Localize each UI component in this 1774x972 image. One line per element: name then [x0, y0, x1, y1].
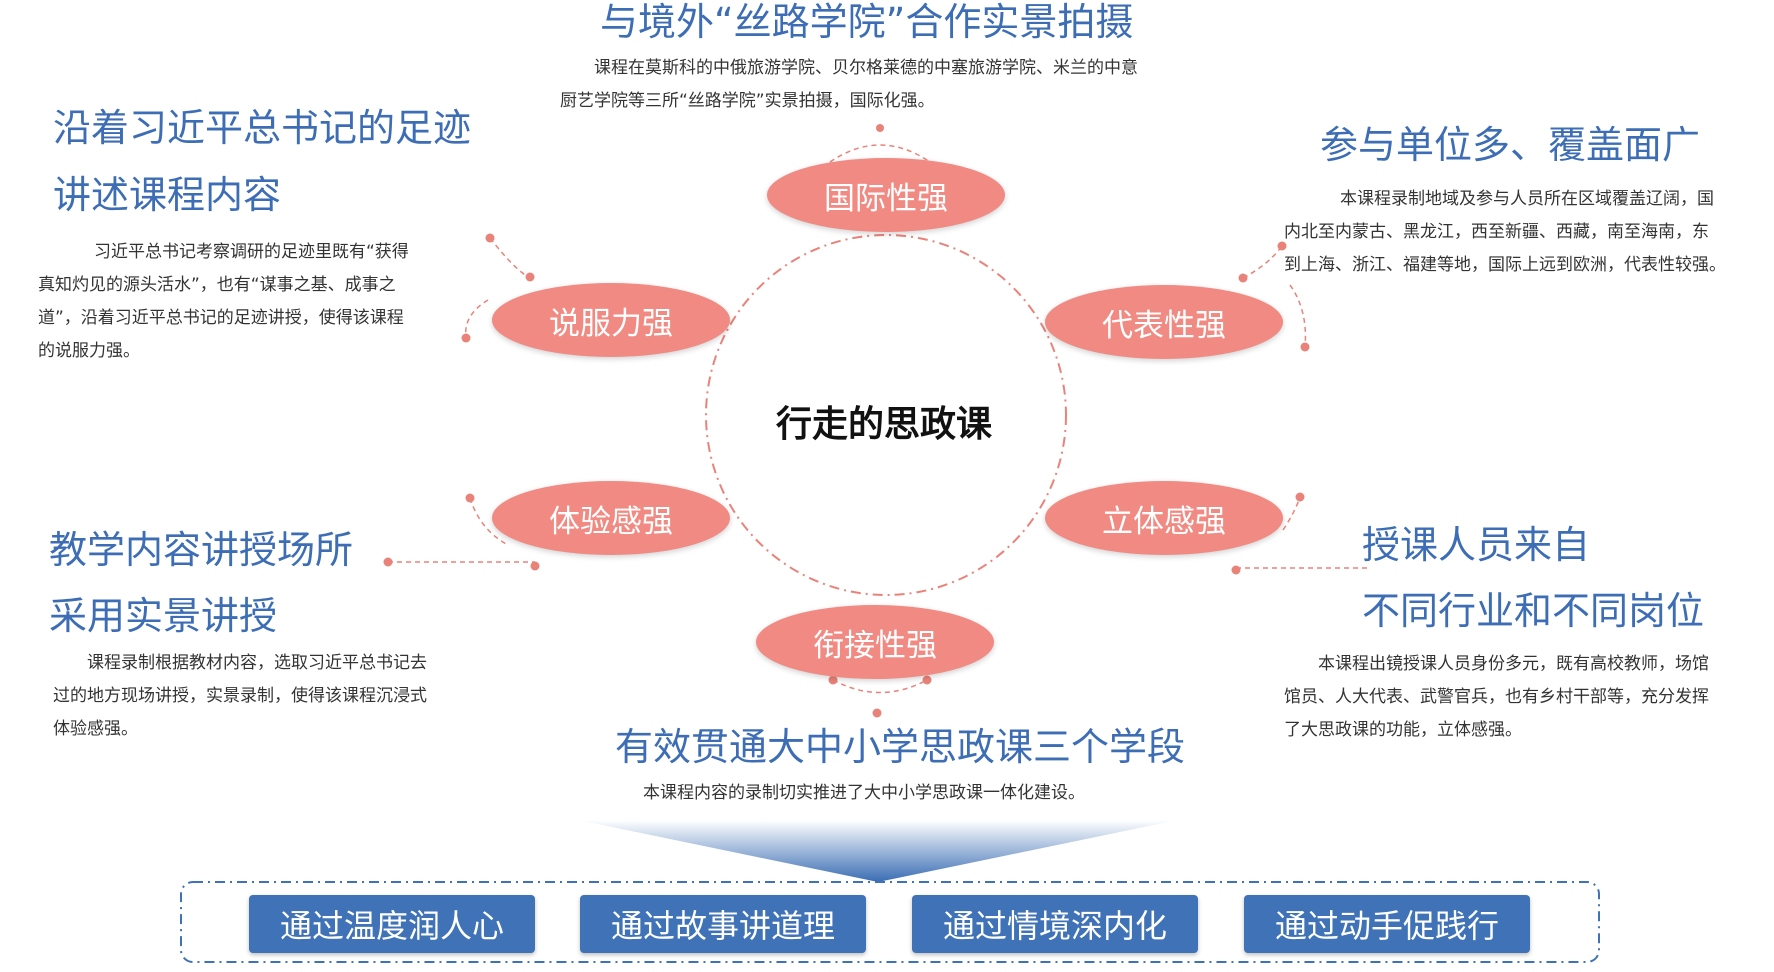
connector-top	[829, 144, 931, 163]
connector-dot	[461, 333, 471, 343]
bottom-left-heading-line-1: 教学内容讲授场所	[49, 528, 354, 572]
top-left-text-line-3: 道”，沿着习近平总书记的足迹讲授，使得该课程	[38, 308, 404, 328]
top-left-text-line-4: 的说服力强。	[38, 341, 140, 361]
connector-dot	[1277, 241, 1287, 251]
connector-left-bottom	[469, 497, 509, 546]
bottom-center-heading: 有效贯通大中小学思政课三个学段	[615, 725, 1186, 769]
node-stereoscopic: 立体感强	[1045, 481, 1283, 555]
bottom-left-text-line-1: 课程录制根据教材内容，选取习近平总书记去	[87, 653, 427, 673]
bottom-right-text-line-3: 了大思政课的功能，立体感强。	[1284, 720, 1522, 740]
bottom-center-text: 本课程内容的录制切实推进了大中小学思政课一体化建设。	[643, 783, 1085, 803]
bottom-right-text: 本课程出镜授课人员身份多元，既有高校教师，场馆 馆员、人大代表、武警官兵，也有乡…	[1284, 648, 1764, 747]
bottom-left-text-line-3: 体验感强。	[53, 719, 138, 739]
top-heading: 与境外“丝路学院”合作实景拍摄	[600, 0, 1134, 44]
top-right-heading: 参与单位多、覆盖面广	[1320, 123, 1701, 167]
bottom-right-heading-line-1: 授课人员来自	[1362, 523, 1591, 567]
connector-dots	[383, 124, 1310, 718]
connector-dot	[1300, 342, 1310, 352]
connector-bottom	[832, 679, 928, 694]
connector-dot	[872, 708, 882, 718]
connector-top-left-2	[464, 299, 489, 339]
top-right-text-line-1: 本课程录制地域及参与人员所在区域覆盖辽阔，国	[1340, 189, 1714, 209]
method-button-practice: 通过动手促践行	[1244, 895, 1530, 953]
method-button-warmth: 通过温度润人心	[249, 895, 535, 953]
top-right-text: 本课程录制地域及参与人员所在区域覆盖辽阔，国 内北至内蒙古、黑龙江，西至新疆、西…	[1284, 183, 1764, 282]
bottom-left-heading-line-2: 采用实景讲授	[49, 594, 278, 638]
method-button-story: 通过故事讲道理	[580, 895, 866, 953]
connector-dot	[1238, 273, 1248, 283]
bottom-right-text-line-2: 馆员、人大代表、武警官兵，也有乡村干部等，充分发挥	[1284, 687, 1709, 707]
connector-dot	[828, 675, 838, 685]
center-dashed-circle	[705, 234, 1067, 596]
bottom-right-text-line-1: 本课程出镜授课人员身份多元，既有高校教师，场馆	[1318, 654, 1709, 674]
bottom-left-text-line-2: 过的地方现场讲授，实景录制，使得该课程沉浸式	[53, 686, 427, 706]
top-right-text-line-3: 到上海、浙江、福建等地，国际上远到欧洲，代表性较强。	[1284, 255, 1726, 275]
top-right-text-line-2: 内北至内蒙古、黑龙江，西至新疆、西藏，南至海南，东	[1284, 222, 1709, 242]
connector-top-right-2	[1289, 284, 1307, 348]
top-left-heading-line-2: 讲述课程内容	[53, 173, 282, 217]
node-experiential: 体验感强	[492, 481, 730, 555]
connector-dot	[525, 272, 535, 282]
top-text: 课程在莫斯科的中俄旅游学院、贝尔格莱德的中塞旅游学院、米兰的中意 厨艺学院等三所…	[560, 52, 1200, 118]
connector-dot	[530, 561, 540, 571]
node-representative: 代表性强	[1045, 285, 1283, 359]
bottom-right-heading-line-2: 不同行业和不同岗位	[1362, 589, 1705, 633]
connector-dot	[922, 675, 932, 685]
center-title: 行走的思政课	[776, 404, 993, 445]
methods-frame	[180, 881, 1600, 963]
node-persuasive: 说服力强	[492, 283, 730, 357]
connector-dot	[383, 557, 393, 567]
top-left-heading-line-1: 沿着习近平总书记的足迹	[53, 106, 472, 150]
funnel-arrow	[578, 820, 1178, 882]
connector-dot	[485, 233, 495, 243]
node-international: 国际性强	[767, 158, 1005, 232]
connector-dot	[876, 124, 884, 132]
method-button-scenario: 通过情境深内化	[912, 895, 1198, 953]
top-text-line-1: 课程在莫斯科的中俄旅游学院、贝尔格莱德的中塞旅游学院、米兰的中意	[594, 58, 1138, 78]
connector-top-right	[1242, 245, 1283, 279]
connector-top-left	[489, 237, 531, 279]
top-left-text: 习近平总书记考察调研的足迹里既有“获得 真知灼见的源头活水”，也有“谋事之基、成…	[38, 236, 458, 368]
node-connective: 衔接性强	[756, 605, 994, 679]
top-left-text-line-1: 习近平总书记考察调研的足迹里既有“获得	[94, 242, 409, 262]
bottom-left-text: 课程录制根据教材内容，选取习近平总书记去 过的地方现场讲授，实景录制，使得该课程…	[53, 647, 483, 746]
connector-dot	[1295, 492, 1305, 502]
connector-dot	[1231, 565, 1241, 575]
connector-right-bottom	[1282, 496, 1301, 531]
top-left-text-line-2: 真知灼见的源头活水”，也有“谋事之基、成事之	[38, 275, 396, 295]
connector-dot	[465, 493, 475, 503]
top-text-line-2: 厨艺学院等三所“丝路学院”实景拍摄，国际化强。	[560, 91, 935, 111]
